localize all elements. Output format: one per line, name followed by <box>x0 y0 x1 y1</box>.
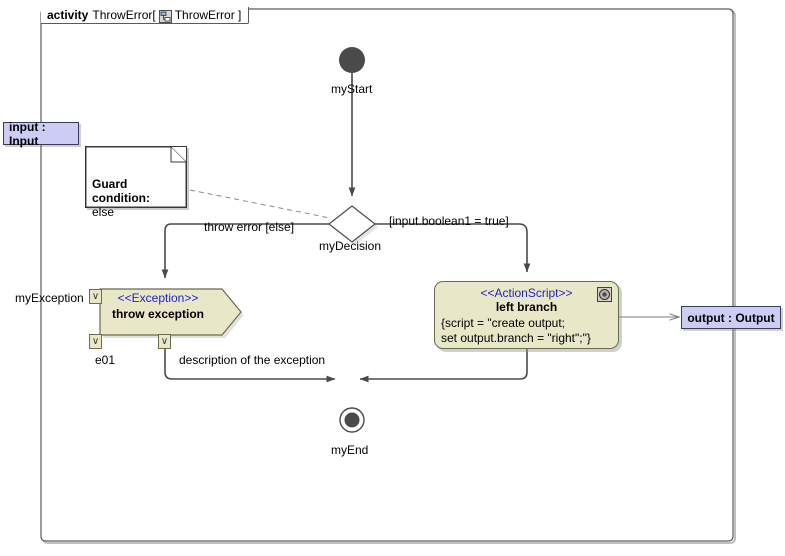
output-parameter-box[interactable]: output : Output <box>681 306 781 329</box>
note-title: Guard condition: <box>92 177 150 205</box>
actionscript-name: left branch <box>495 300 558 314</box>
end-node-label: myEnd <box>331 443 369 457</box>
exception-pin-left[interactable]: ∨ <box>89 289 102 304</box>
pin-chevron-icon: ∨ <box>160 335 169 347</box>
exception-node-text: <<Exception>> throw exception <box>97 291 219 322</box>
edge-label-true: [input.boolean1 = true] <box>389 214 509 228</box>
frame-keyword: activity <box>47 8 89 22</box>
start-node-label: myStart <box>331 82 373 96</box>
exception-name: throw exception <box>111 307 204 321</box>
pin-chevron-icon: ∨ <box>91 290 100 302</box>
note-text: Guard condition: else <box>92 177 186 219</box>
exception-pin-label: e01 <box>95 353 116 367</box>
actionscript-script-line1: {script = "create output; <box>441 316 565 330</box>
actionscript-action-node[interactable]: <<ActionScript>> left branch {script = "… <box>434 281 619 349</box>
edge-label-else: throw error [else] <box>204 220 295 234</box>
edge-decision-to-actionscript[interactable] <box>375 223 531 273</box>
diagram-frame <box>40 8 734 542</box>
note-body: else <box>92 205 115 219</box>
initial-node-circle[interactable] <box>339 47 365 73</box>
exception-pin-bottom-left[interactable]: ∨ <box>89 334 102 349</box>
final-node-inner <box>344 412 360 428</box>
edge-exception-to-end[interactable] <box>164 340 336 383</box>
frame-title: activity ThrowError[ ThrowError ] <box>41 7 250 24</box>
edge-decision-to-exception[interactable] <box>161 223 329 279</box>
output-parameter-label: output : Output <box>687 310 775 325</box>
input-parameter-label: input : Input <box>9 119 46 148</box>
input-parameter-box[interactable]: input : Input <box>3 119 79 148</box>
exception-action-node[interactable]: <<Exception>> throw exception <box>97 286 237 332</box>
actionscript-stereotype: <<ActionScript>> <box>480 286 573 300</box>
frame-name: ThrowError[ <box>92 8 156 22</box>
exception-description-label: description of the exception <box>179 353 326 367</box>
activity-diagram-icon <box>158 9 172 23</box>
exception-left-label: myException <box>15 291 84 305</box>
edge-actionscript-to-end[interactable] <box>359 349 528 383</box>
exception-node-shape[interactable] <box>99 288 242 336</box>
decision-node-diamond[interactable] <box>328 205 376 243</box>
script-gear-icon[interactable] <box>597 287 612 302</box>
pin-chevron-icon: ∨ <box>91 335 100 347</box>
exception-pin-bottom-right[interactable]: ∨ <box>158 334 171 349</box>
note-anchor-line <box>189 189 331 219</box>
actionscript-script-line2: set output.branch = "right";"} <box>441 331 591 345</box>
frame-qualifier: ThrowError ] <box>174 8 242 22</box>
decision-node-label: myDecision <box>319 239 382 253</box>
note-fold-icon <box>85 146 187 208</box>
exception-stereotype: <<Exception>> <box>117 291 199 305</box>
guard-condition-note[interactable]: Guard condition: else <box>85 146 187 219</box>
